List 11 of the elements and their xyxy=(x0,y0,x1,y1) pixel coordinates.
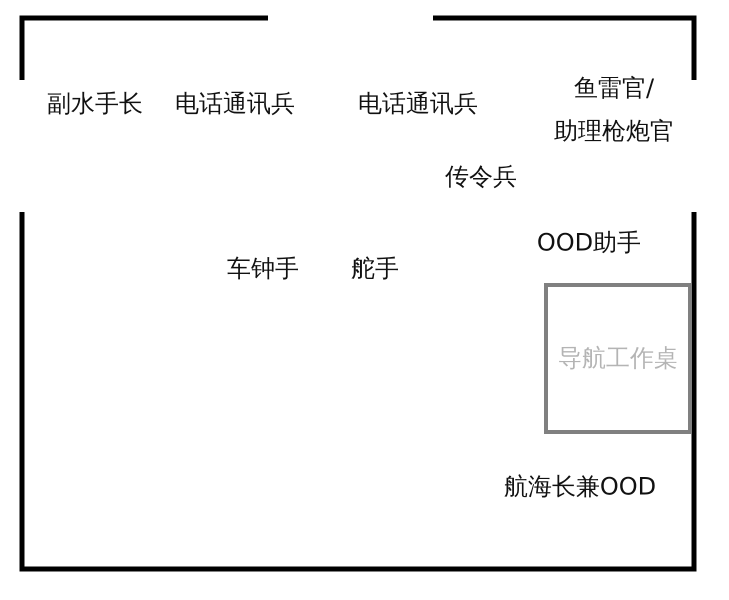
position-label: 电话通讯兵 xyxy=(358,90,478,118)
desk-label: 导航工作桌 xyxy=(558,344,678,373)
desk-box xyxy=(544,283,692,434)
position-label: OOD助手 xyxy=(536,228,642,258)
position-label: 鱼雷官/助理枪炮官 xyxy=(553,73,675,147)
position-label: 传令兵 xyxy=(445,162,517,192)
position-label: 航海长兼OOD xyxy=(504,472,656,502)
position-label: 电话通讯兵 xyxy=(175,90,295,118)
position-label: 车钟手 xyxy=(227,254,299,284)
position-label: 副水手长 xyxy=(47,90,143,118)
position-label: 舵手 xyxy=(351,254,399,284)
